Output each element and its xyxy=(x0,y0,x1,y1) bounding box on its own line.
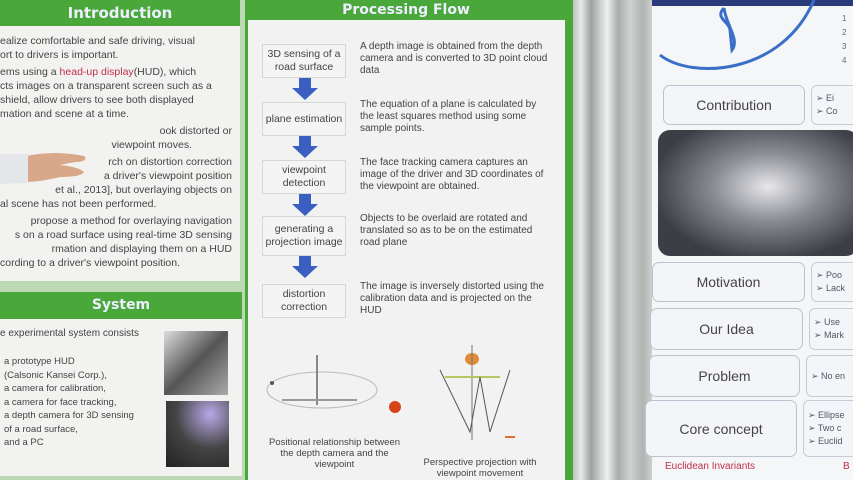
section-bullets: ➢ No en xyxy=(806,355,853,397)
bullet-item: ➢ No en xyxy=(811,370,846,381)
flow-step-box: distortion correction xyxy=(262,284,346,318)
flow-step-box: plane estimation xyxy=(262,102,346,136)
introduction-text: ealize comfortable and safe driving, vis… xyxy=(0,35,232,269)
down-arrow-icon xyxy=(292,136,318,158)
bullet-item: ➢ Poo xyxy=(816,270,843,280)
system-list: a prototype HUD(Calsonic Kansei Corp.),a… xyxy=(4,356,134,448)
positional-diagram xyxy=(266,355,401,413)
section-core-concept: Core concept xyxy=(645,400,797,457)
bullet-item: ➢ Use xyxy=(814,317,841,327)
bullet-item: ➢ Euclid xyxy=(808,436,843,446)
flow-step-box: 3D sensing of a road surface xyxy=(262,44,346,78)
presenter-hand xyxy=(0,153,86,184)
logo-icon xyxy=(652,0,853,71)
section-bullets: ➢ Use ➢ Mark xyxy=(809,308,853,350)
section-bullets: ➢ Poo ➢ Lack xyxy=(811,262,853,302)
bullet-item: ➢ Two c xyxy=(808,423,842,433)
system-intro: e experimental system consists xyxy=(0,328,139,339)
system-panel: e experimental system consists a prototy… xyxy=(0,319,242,476)
flow-step-description: Objects to be overlaid are rotated and t… xyxy=(360,213,533,248)
left-poster: Introduction ealize comfortable and safe… xyxy=(0,0,245,480)
down-arrow-icon xyxy=(292,256,318,278)
bullet-item: ➢ Ellipse xyxy=(808,410,845,420)
flow-step-description: A depth image is obtained from the depth… xyxy=(360,41,548,76)
section-our-idea: Our Idea xyxy=(650,308,803,350)
flow-step-description: The face tracking camera captures an ima… xyxy=(360,157,544,192)
introduction-panel: ealize comfortable and safe driving, vis… xyxy=(0,26,240,281)
perspective-diagram xyxy=(439,345,515,440)
bullet-item: ➢ Co xyxy=(816,106,838,116)
flow-step-description: The image is inversely distorted using t… xyxy=(360,281,544,316)
processing-flow-heading: Processing Flow xyxy=(245,0,567,20)
euclidean-invariants-label: Euclidean Invariants xyxy=(665,461,756,472)
system-photo-setup xyxy=(166,401,229,467)
system-heading: System xyxy=(0,292,242,319)
down-arrow-icon xyxy=(292,194,318,216)
section-bullets: ➢ Ellipse ➢ Two c ➢ Euclid xyxy=(803,400,853,457)
footer-right-label: B xyxy=(843,461,850,472)
bullet-item: ➢ Mark xyxy=(814,330,845,340)
flow-step-description: The equation of a plane is calculated by… xyxy=(360,99,537,134)
section-problem: Problem xyxy=(649,355,800,397)
section-bullets: ➢ Ei ➢ Co xyxy=(811,85,853,125)
figure-caption-perspective: Perspective projection with viewpoint mo… xyxy=(423,457,537,479)
bullet-item: ➢ Lack xyxy=(816,283,846,293)
introduction-heading: Introduction xyxy=(0,0,240,26)
object-photo xyxy=(658,130,853,256)
figure-caption-positional: Positional relationship between the dept… xyxy=(269,437,400,470)
section-motivation: Motivation xyxy=(652,262,805,302)
flow-step-box: viewpoint detection xyxy=(262,160,346,194)
bullet-item: ➢ Ei xyxy=(816,93,835,103)
system-photo-hud xyxy=(164,331,228,395)
display-frame-pole xyxy=(573,0,655,480)
down-arrow-icon xyxy=(292,78,318,100)
flow-step-box: generating a projection image xyxy=(262,216,346,256)
section-contribution: Contribution xyxy=(663,85,805,125)
